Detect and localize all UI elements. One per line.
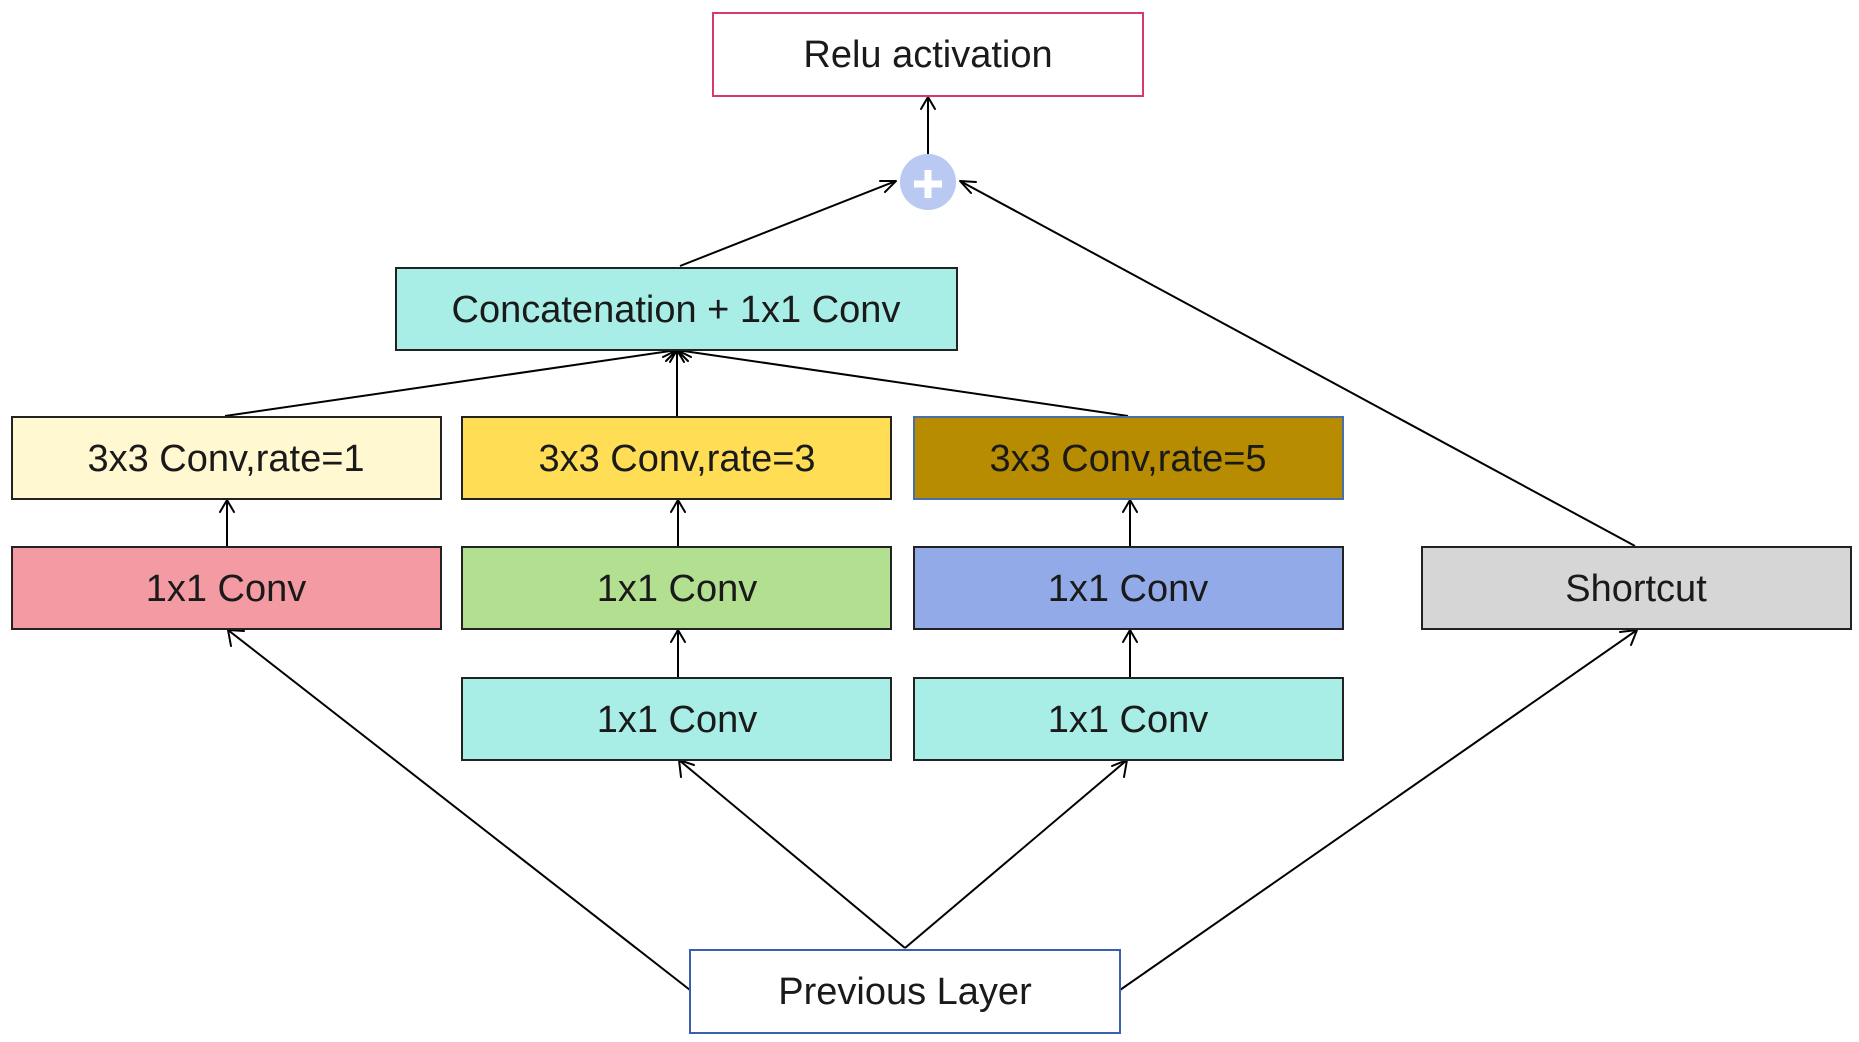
conv3-rate5-label: 3x3 Conv,rate=5 xyxy=(989,438,1266,480)
concatenation-label: Concatenation + 1x1 Conv xyxy=(452,289,901,331)
conv3-rate5-node: 3x3 Conv,rate=5 xyxy=(913,416,1344,500)
previous-layer-node: Previous Layer xyxy=(689,949,1121,1034)
conv3-rate3-node: 3x3 Conv,rate=3 xyxy=(461,416,892,500)
sum-node xyxy=(900,154,956,210)
relu-activation-box xyxy=(712,12,1144,97)
edge-concat-to-sum xyxy=(679,180,897,267)
conv3-rate3-label: 3x3 Conv,rate=3 xyxy=(538,438,815,480)
shortcut-node: Shortcut xyxy=(1421,546,1852,630)
conv1-d-node: 1x1 Conv xyxy=(461,677,892,761)
edge-prev-to-conv1-e xyxy=(904,759,1128,949)
conv1-c-node: 1x1 Conv xyxy=(913,546,1344,630)
shortcut-box xyxy=(1421,546,1852,630)
conv1-a-node: 1x1 Conv xyxy=(11,546,442,630)
conv3-rate1-node: 3x3 Conv,rate=1 xyxy=(11,416,442,500)
conv3-rate3-box xyxy=(461,416,892,500)
edge-shortcut-to-sum xyxy=(959,180,1636,547)
conv3-rate1-box xyxy=(11,416,442,500)
conv1-b-node: 1x1 Conv xyxy=(461,546,892,630)
conv1-d-box xyxy=(461,677,892,761)
conv1-e-node: 1x1 Conv xyxy=(913,677,1344,761)
edge-prev-to-shortcut xyxy=(1119,629,1638,991)
conv1-c-box xyxy=(913,546,1344,630)
conv1-b-box xyxy=(461,546,892,630)
conv1-e-box xyxy=(913,677,1344,761)
edge-rate1-to-concat xyxy=(224,349,678,417)
edges xyxy=(224,97,1638,991)
conv1-a-box xyxy=(11,546,442,630)
conv3-rate5-box xyxy=(913,416,1344,500)
edge-prev-to-conv1-d xyxy=(678,759,906,949)
arrowhead-sum-left xyxy=(879,180,897,193)
conv3-rate1-label: 3x3 Conv,rate=1 xyxy=(87,438,364,480)
shortcut-label: Shortcut xyxy=(1565,568,1707,610)
conv1-e-label: 1x1 Conv xyxy=(1048,699,1209,741)
relu-activation-label: Relu activation xyxy=(803,34,1052,76)
conv1-c-label: 1x1 Conv xyxy=(1048,568,1209,610)
relu-activation-node: Relu activation xyxy=(712,12,1144,97)
previous-layer-box xyxy=(689,949,1121,1034)
previous-layer-label: Previous Layer xyxy=(778,971,1032,1013)
conv1-d-label: 1x1 Conv xyxy=(597,699,758,741)
arrowhead-sum-right xyxy=(959,180,977,194)
edge-prev-to-conv1-a xyxy=(227,629,691,991)
conv1-b-label: 1x1 Conv xyxy=(597,568,758,610)
concatenation-node: Concatenation + 1x1 Conv xyxy=(395,267,958,351)
edge-rate5-to-concat xyxy=(676,349,1129,417)
conv1-a-label: 1x1 Conv xyxy=(146,568,307,610)
concatenation-box xyxy=(395,267,958,351)
